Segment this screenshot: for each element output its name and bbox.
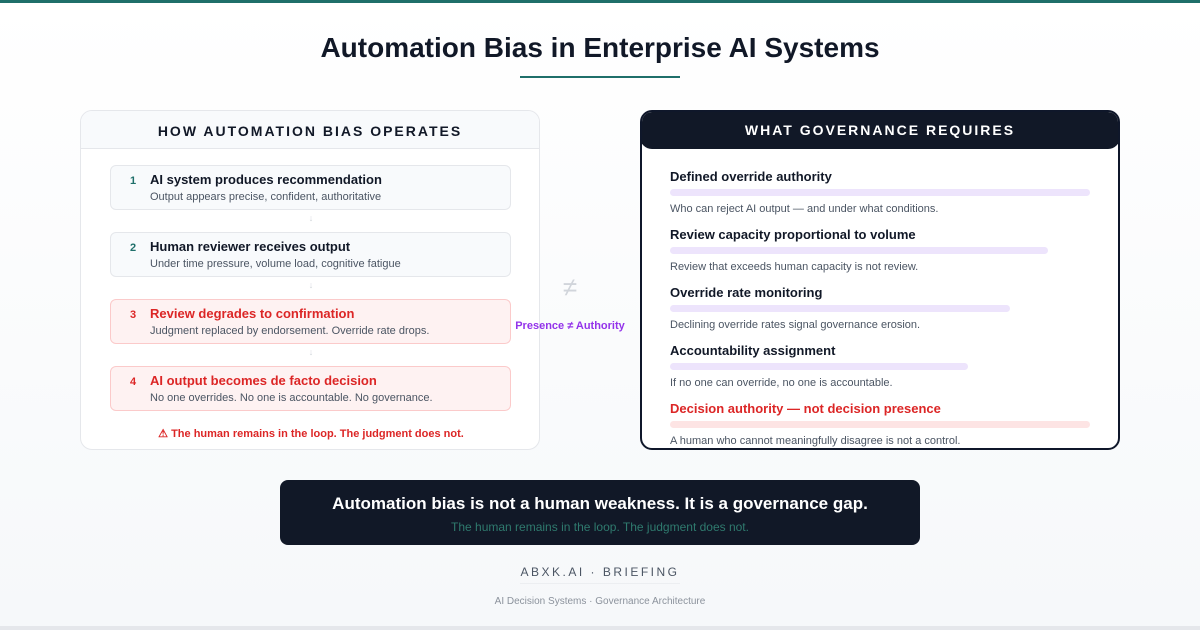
banner-sub: The human remains in the loop. The judgm… bbox=[451, 520, 749, 534]
step-4: 4 AI output becomes de facto decision No… bbox=[110, 366, 511, 411]
conclusion-banner: Automation bias is not a human weakness.… bbox=[280, 480, 920, 545]
requirement-bar bbox=[670, 421, 1090, 428]
panel-heading: HOW AUTOMATION BIAS OPERATES bbox=[81, 111, 539, 149]
bias-process-panel: HOW AUTOMATION BIAS OPERATES 1 AI system… bbox=[80, 110, 540, 450]
footer-subtitle: AI Decision Systems · Governance Archite… bbox=[494, 596, 706, 607]
not-equal-icon: ≠ bbox=[562, 272, 578, 302]
step-title: Review degrades to confirmation bbox=[150, 306, 355, 321]
step-1: 1 AI system produces recommendation Outp… bbox=[110, 165, 511, 210]
top-accent-bar bbox=[0, 0, 1200, 3]
warning-note: ⚠ The human remains in the loop. The jud… bbox=[158, 428, 464, 440]
step-3: 3 Review degrades to confirmation Judgme… bbox=[110, 299, 511, 344]
footer-brand: ABXK.AI · BRIEFING bbox=[520, 565, 680, 579]
requirement-item: Accountability assignment If no one can … bbox=[670, 343, 1090, 389]
connector-label: Presence ≠ Authority bbox=[515, 320, 625, 332]
step-title: AI system produces recommendation bbox=[150, 172, 382, 187]
page-title: Automation Bias in Enterprise AI Systems bbox=[320, 32, 880, 63]
arrow-down-icon: ↓ bbox=[308, 347, 314, 357]
panel-heading: WHAT GOVERNANCE REQUIRES bbox=[642, 112, 1118, 149]
arrow-down-icon: ↓ bbox=[308, 280, 314, 290]
step-2: 2 Human reviewer receives output Under t… bbox=[110, 232, 511, 277]
requirement-item: Override rate monitoring Declining overr… bbox=[670, 285, 1090, 331]
requirement-title: Override rate monitoring bbox=[670, 285, 823, 300]
requirement-bar bbox=[670, 189, 1090, 196]
requirement-bar bbox=[670, 247, 1048, 254]
footer-divider bbox=[520, 583, 680, 584]
requirement-desc: If no one can override, no one is accoun… bbox=[670, 377, 893, 389]
step-desc: No one overrides. No one is accountable.… bbox=[150, 392, 433, 404]
step-number: 3 bbox=[130, 309, 137, 321]
requirement-title: Decision authority — not decision presen… bbox=[670, 401, 941, 416]
requirement-title: Review capacity proportional to volume bbox=[670, 227, 916, 242]
requirement-desc: Review that exceeds human capacity is no… bbox=[670, 261, 919, 273]
step-number: 2 bbox=[130, 242, 137, 254]
requirement-desc: Declining override rates signal governan… bbox=[670, 319, 921, 331]
step-number: 1 bbox=[130, 175, 137, 187]
step-desc: Under time pressure, volume load, cognit… bbox=[150, 258, 401, 270]
step-desc: Output appears precise, confident, autho… bbox=[150, 191, 382, 203]
governance-panel: WHAT GOVERNANCE REQUIRES Defined overrid… bbox=[640, 110, 1120, 450]
step-desc: Judgment replaced by endorsement. Overri… bbox=[150, 325, 430, 337]
bottom-bar bbox=[0, 626, 1200, 630]
requirement-desc: Who can reject AI output — and under wha… bbox=[670, 203, 939, 215]
requirement-bar bbox=[670, 305, 1011, 312]
requirement-bar bbox=[670, 363, 969, 370]
requirement-item: Defined override authority Who can rejec… bbox=[670, 169, 1090, 215]
arrow-down-icon: ↓ bbox=[308, 213, 314, 223]
step-number: 4 bbox=[130, 376, 137, 388]
title-underline bbox=[520, 76, 680, 78]
requirement-item-key: Decision authority — not decision presen… bbox=[670, 401, 1090, 447]
requirement-title: Defined override authority bbox=[670, 169, 832, 184]
step-title: Human reviewer receives output bbox=[150, 239, 351, 254]
requirement-desc: A human who cannot meaningfully disagree… bbox=[670, 435, 961, 447]
requirement-title: Accountability assignment bbox=[670, 343, 836, 358]
banner-main: Automation bias is not a human weakness.… bbox=[332, 494, 868, 513]
requirement-item: Review capacity proportional to volume R… bbox=[670, 227, 1090, 273]
step-title: AI output becomes de facto decision bbox=[150, 373, 377, 388]
